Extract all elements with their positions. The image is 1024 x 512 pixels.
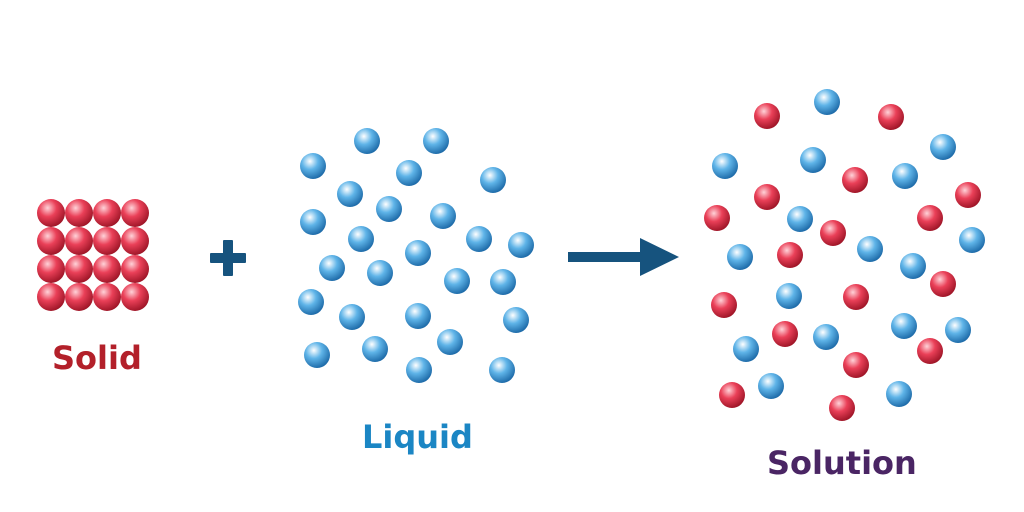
solution-blue-particle [886, 381, 912, 407]
liquid-particle [430, 203, 456, 229]
liquid-particle [300, 153, 326, 179]
solution-red-particle [777, 242, 803, 268]
solution-blue-particle [814, 89, 840, 115]
arrow-right-icon [568, 238, 679, 276]
solution-blue-particle [945, 317, 971, 343]
solution-blue-particle [712, 153, 738, 179]
liquid-particle [304, 342, 330, 368]
solid-particle [37, 255, 65, 283]
solution-red-particle [754, 184, 780, 210]
solution-particles [704, 89, 985, 421]
solution-red-particle [704, 205, 730, 231]
liquid-particle [319, 255, 345, 281]
solution-red-particle [754, 103, 780, 129]
solution-blue-particle [787, 206, 813, 232]
solid-particle [121, 199, 149, 227]
liquid-particle [466, 226, 492, 252]
solution-red-particle [843, 284, 869, 310]
solid-particle [37, 199, 65, 227]
liquid-particle [354, 128, 380, 154]
solution-blue-particle [930, 134, 956, 160]
solid-particle [121, 255, 149, 283]
liquid-particle [508, 232, 534, 258]
liquid-particle [406, 357, 432, 383]
liquid-particle [339, 304, 365, 330]
solution-label: Solution [767, 444, 917, 482]
solution-blue-particle [800, 147, 826, 173]
liquid-particle [348, 226, 374, 252]
liquid-particle [376, 196, 402, 222]
solution-red-particle [772, 321, 798, 347]
solid-particle [37, 283, 65, 311]
solution-blue-particle [813, 324, 839, 350]
solution-red-particle [711, 292, 737, 318]
liquid-particle [300, 209, 326, 235]
solution-red-particle [955, 182, 981, 208]
liquid-particle [444, 268, 470, 294]
solution-blue-particle [959, 227, 985, 253]
solution-blue-particle [727, 244, 753, 270]
solid-particle [65, 255, 93, 283]
solid-particle [65, 227, 93, 255]
liquid-particle [337, 181, 363, 207]
solid-particle [121, 283, 149, 311]
solution-blue-particle [776, 283, 802, 309]
solution-red-particle [917, 338, 943, 364]
solution-blue-particle [892, 163, 918, 189]
liquid-particle [480, 167, 506, 193]
solution-blue-particle [857, 236, 883, 262]
liquid-particle [437, 329, 463, 355]
solution-red-particle [843, 352, 869, 378]
solid-particle [37, 227, 65, 255]
liquid-particle [503, 307, 529, 333]
solution-red-particle [820, 220, 846, 246]
solution-red-particle [842, 167, 868, 193]
liquid-particle [405, 240, 431, 266]
solid-particle [93, 199, 121, 227]
liquid-particle [423, 128, 449, 154]
liquid-particles [298, 128, 534, 383]
solution-red-particle [829, 395, 855, 421]
solution-blue-particle [891, 313, 917, 339]
liquid-particle [362, 336, 388, 362]
solid-particle-lattice [37, 199, 149, 311]
liquid-particle [367, 260, 393, 286]
plus-icon [210, 240, 246, 276]
solution-blue-particle [758, 373, 784, 399]
solid-particle [65, 283, 93, 311]
liquid-particle [396, 160, 422, 186]
solution-red-particle [719, 382, 745, 408]
liquid-particle [298, 289, 324, 315]
solid-particle [65, 199, 93, 227]
solid-particle [93, 227, 121, 255]
solid-particle [93, 283, 121, 311]
liquid-particle [490, 269, 516, 295]
solid-particle [121, 227, 149, 255]
solution-red-particle [930, 271, 956, 297]
solid-label: Solid [52, 339, 142, 377]
liquid-particle [405, 303, 431, 329]
solution-red-particle [878, 104, 904, 130]
liquid-particle [489, 357, 515, 383]
liquid-label: Liquid [362, 418, 473, 456]
solution-blue-particle [900, 253, 926, 279]
solid-particle [93, 255, 121, 283]
solution-blue-particle [733, 336, 759, 362]
solution-red-particle [917, 205, 943, 231]
